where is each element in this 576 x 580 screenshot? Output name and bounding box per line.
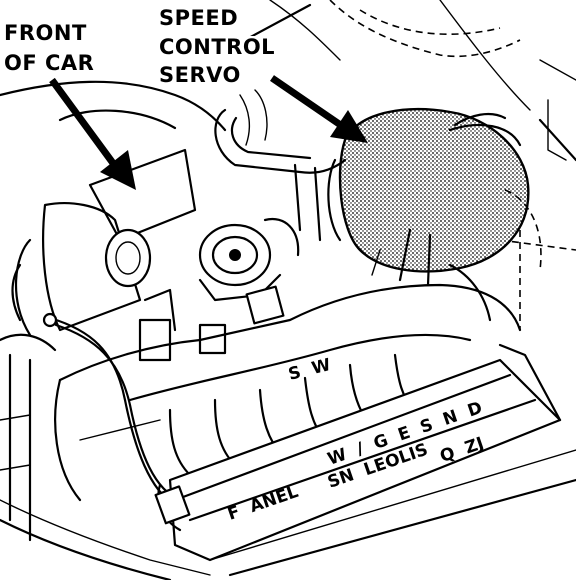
servo-arrow-head [330, 110, 368, 143]
servo-label-line2: CONTROL [157, 35, 278, 59]
front-of-car-arrow-shaft [49, 77, 121, 173]
front-of-car-arrow-head [100, 150, 136, 190]
throttle-body [198, 217, 300, 355]
front-of-car-label-line1: FRONT [2, 21, 89, 45]
servo-arrow-shaft [270, 75, 347, 131]
right-side-hoses [448, 123, 542, 322]
intake-manifold: S W [54, 283, 522, 502]
servo-bracket-hoses [214, 3, 347, 242]
leader-arrows [49, 75, 368, 190]
left-engine-components [0, 148, 197, 542]
speed-control-servo [327, 108, 530, 287]
front-of-car-label-line2: OF CAR [2, 51, 97, 75]
servo-label-line1: SPEED [157, 6, 241, 30]
servo-label-line3: SERVO [157, 63, 243, 87]
fuel-rail: W / G E S N D SN LEOLIS Q ZJ F ANEL [0, 343, 576, 580]
